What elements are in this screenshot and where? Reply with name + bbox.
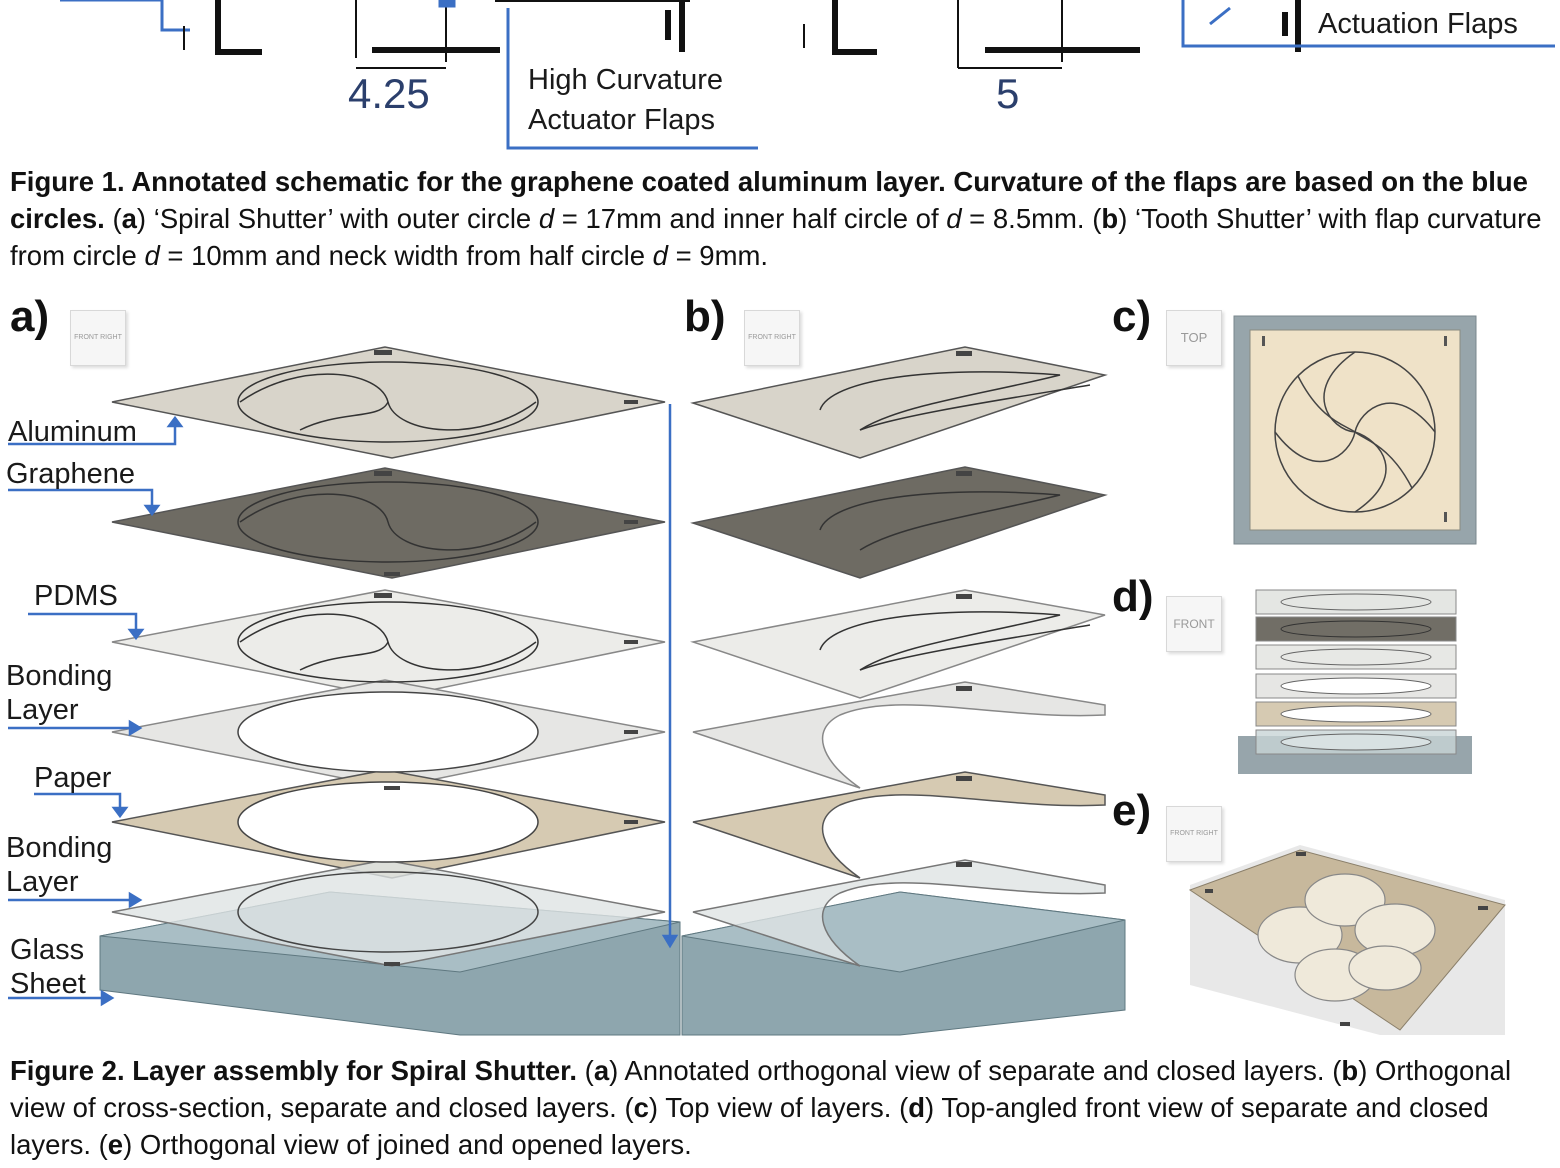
panel-label-c: c) (1112, 292, 1152, 341)
layer-label-glass-line2: Sheet (10, 968, 86, 1000)
panel-label-d: d) (1112, 572, 1154, 621)
panel-c-top-view (1233, 315, 1477, 545)
panel-label-b: b) (684, 292, 726, 341)
layer-label-glass-line1: Glass (10, 934, 85, 966)
layer-label-bonding2-line2: Layer (6, 866, 79, 898)
layer-label-bonding2-line1: Bonding (6, 832, 113, 864)
panel-e-opened-view (1188, 845, 1506, 1035)
view-cube-icon-e: FRONT RIGHT (1166, 806, 1222, 862)
layer-label-bonding1-line1: Bonding (6, 660, 113, 692)
paper-layer-b (692, 771, 1106, 879)
panel-d-front-view (1238, 589, 1472, 774)
figure2-caption-bold: Figure 2. Layer assembly for Spiral Shut… (10, 1055, 577, 1086)
panel-label-e: e) (1112, 786, 1152, 835)
high-curvature-label-line2: Actuator Flaps (528, 104, 715, 136)
view-cube-icon-d: FRONT (1166, 596, 1222, 652)
bonding-layer-b2 (692, 859, 1106, 967)
view-cube-icon-b: FRONT RIGHT (744, 310, 800, 366)
bonding-layer-b1 (692, 681, 1106, 789)
view-cube-icon-c: TOP (1166, 310, 1222, 366)
dimension-label-b: 5 (996, 70, 1020, 117)
panel-b-cross-section-layers (681, 346, 1126, 1036)
aluminum-layer-b (690, 346, 1108, 459)
figure2-caption: Figure 2. Layer assembly for Spiral Shut… (10, 1055, 1512, 1160)
high-curvature-label-line1: High Curvature (528, 64, 724, 96)
bonding-layer-a2 (111, 859, 666, 967)
actuation-flaps-label: Actuation Flaps (1318, 8, 1518, 40)
view-cube-icon-a: FRONT RIGHT (70, 310, 126, 366)
figure1-schematic-strip (60, 0, 1555, 150)
layer-label-aluminum: Aluminum (8, 416, 137, 448)
layer-label-paper: Paper (34, 762, 112, 794)
panel-a-exploded-layers (8, 346, 681, 1036)
layer-label-pdms: PDMS (34, 580, 118, 612)
figure1-caption-bold: Figure 1. Annotated schematic for the gr… (10, 166, 1528, 234)
figure1-caption: Figure 1. Annotated schematic for the gr… (10, 166, 1542, 271)
panel-label-a: a) (10, 292, 50, 341)
graphene-layer-b (690, 466, 1108, 579)
layer-label-graphene: Graphene (6, 458, 135, 490)
layer-label-bonding1-line2: Layer (6, 694, 79, 726)
dimension-label-a: 4.25 (348, 70, 430, 117)
pdms-layer-b (690, 589, 1106, 699)
